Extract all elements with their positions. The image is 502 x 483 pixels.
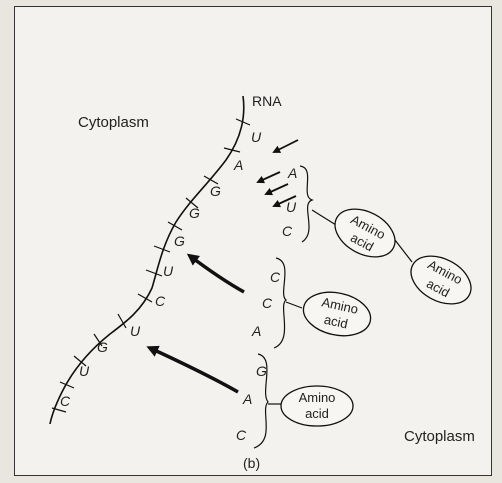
rna-base: A	[233, 157, 243, 173]
rna-base: G	[174, 233, 185, 249]
anticodon-group-3: G A C	[236, 354, 284, 448]
cytoplasm-top-label: Cytoplasm	[78, 114, 149, 131]
peptide-bond	[395, 240, 412, 262]
anticodon-base: C	[262, 295, 273, 311]
anticodon-base: A	[242, 391, 252, 407]
rna-base: U	[163, 263, 174, 279]
rna-base: G	[210, 183, 221, 199]
anticodon-base: A	[251, 323, 261, 339]
rna-base: G	[189, 205, 200, 221]
amino-acid-4: Amino acid	[281, 386, 353, 426]
rna-label: RNA	[252, 93, 282, 109]
rna-bases: U A G G G U C U G U C	[60, 129, 262, 409]
anticodon-base: C	[282, 223, 293, 239]
anticodon-base: C	[270, 269, 281, 285]
rna-base: U	[79, 363, 90, 379]
anticodon-group-1: A U C	[282, 165, 336, 242]
anticodon-base: C	[236, 427, 247, 443]
amino-acid-line1: Amino	[299, 390, 336, 405]
rna-base: C	[155, 293, 166, 309]
amino-acid-3: Amino acid	[299, 286, 374, 341]
amino-acid-line2: acid	[305, 406, 329, 421]
anticodon-group-2: C C A	[251, 258, 302, 348]
anticodon-base: A	[287, 165, 297, 181]
anticodon-base: U	[286, 199, 297, 215]
rna-base: G	[97, 339, 108, 355]
amino-acid-2: Amino acid	[403, 246, 479, 313]
rna-base: U	[130, 323, 141, 339]
rna-base: U	[251, 129, 262, 145]
panel-label: (b)	[243, 455, 260, 471]
amino-acid-1: Amino acid	[327, 199, 403, 266]
anticodon-base: G	[256, 363, 267, 379]
cytoplasm-bottom-label: Cytoplasm	[404, 428, 475, 445]
rna-base: C	[60, 393, 71, 409]
